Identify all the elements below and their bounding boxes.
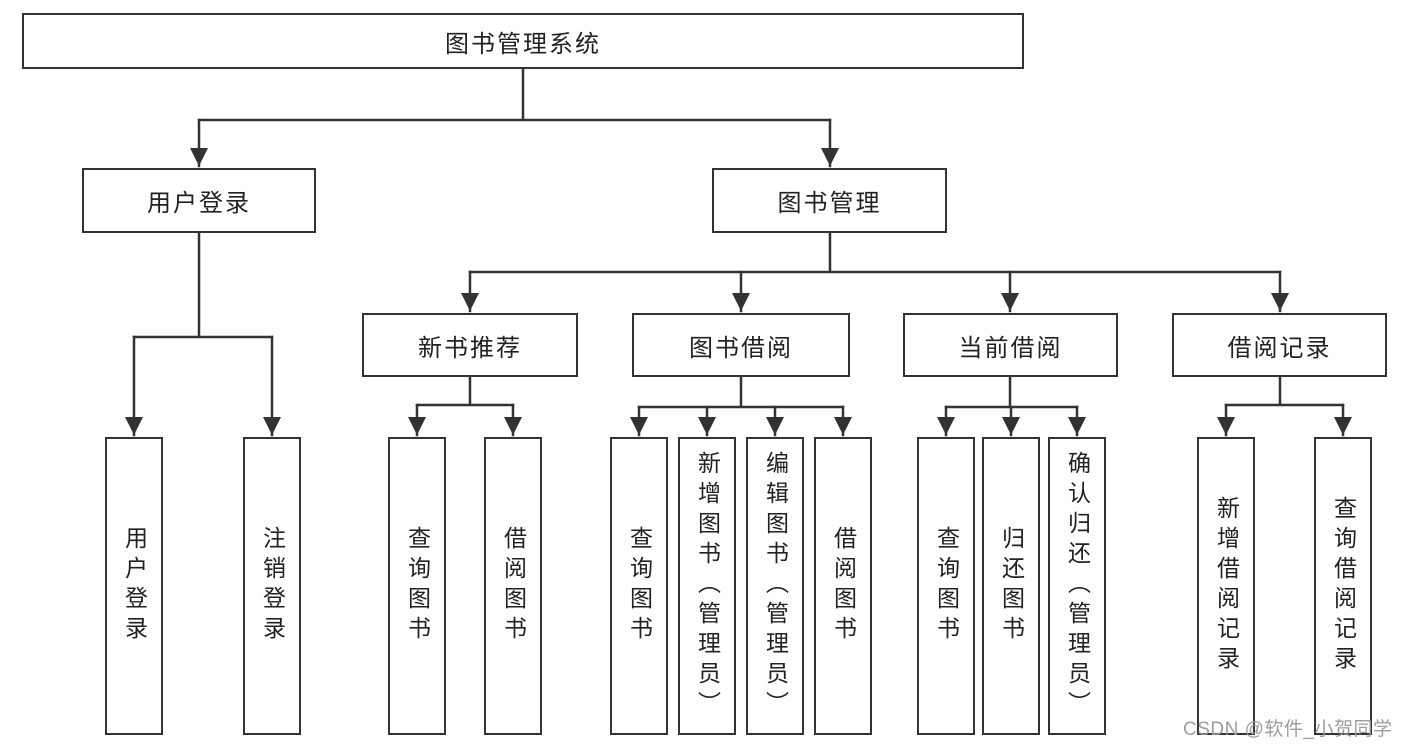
node-label: 查询图书 (404, 526, 431, 646)
node-label: 编辑图书（管理员） (762, 451, 789, 721)
leaf-add-borrow-record: 新增借阅记录 (1197, 437, 1255, 735)
node-label: 注销登录 (259, 526, 286, 646)
node-label: 图书管理系统 (445, 30, 601, 58)
leaf-query-books-current: 查询图书 (917, 437, 975, 735)
node-label: 新书推荐 (418, 334, 522, 362)
leaf-query-books-recommend: 查询图书 (388, 437, 446, 735)
node-label: 确认归还（管理员） (1064, 451, 1091, 721)
node-label: 新增借阅记录 (1213, 496, 1240, 676)
leaf-logout: 注销登录 (243, 437, 301, 735)
node-label: 图书管理 (777, 190, 882, 217)
node-label: 查询借阅记录 (1330, 496, 1357, 676)
leaf-query-books-borrowing: 查询图书 (610, 437, 668, 735)
node-label: 用户登录 (121, 526, 148, 646)
node-label: 新增图书（管理员） (694, 451, 721, 721)
node-book-management: 图书管理 (712, 168, 947, 233)
node-user-login: 用户登录 (82, 168, 316, 233)
node-label: 借阅图书 (500, 526, 527, 646)
node-label: 查询图书 (933, 526, 960, 646)
node-root-system: 图书管理系统 (22, 13, 1024, 69)
node-book-borrowing: 图书借阅 (632, 313, 850, 377)
node-label: 用户登录 (147, 190, 251, 217)
node-new-book-recommend: 新书推荐 (362, 313, 578, 377)
node-borrowing-records: 借阅记录 (1172, 313, 1387, 377)
node-label: 借阅图书 (830, 526, 857, 646)
leaf-borrow-books-recommend: 借阅图书 (484, 437, 542, 735)
leaf-add-books-admin: 新增图书（管理员） (678, 437, 736, 735)
node-label: 归还图书 (998, 526, 1025, 646)
leaf-edit-books-admin: 编辑图书（管理员） (746, 437, 804, 735)
leaf-borrow-books: 借阅图书 (814, 437, 872, 735)
node-label: 当前借阅 (958, 334, 1063, 362)
node-label: 查询图书 (626, 526, 653, 646)
node-current-borrowing: 当前借阅 (903, 313, 1118, 377)
leaf-confirm-return-admin: 确认归还（管理员） (1048, 437, 1106, 735)
node-label: 借阅记录 (1227, 334, 1332, 362)
leaf-user-login: 用户登录 (105, 437, 163, 735)
watermark: CSDN @软件_小贺同学 (1183, 719, 1393, 740)
leaf-query-borrow-record: 查询借阅记录 (1314, 437, 1372, 735)
leaf-return-books: 归还图书 (982, 437, 1040, 735)
node-label: 图书借阅 (689, 334, 793, 362)
